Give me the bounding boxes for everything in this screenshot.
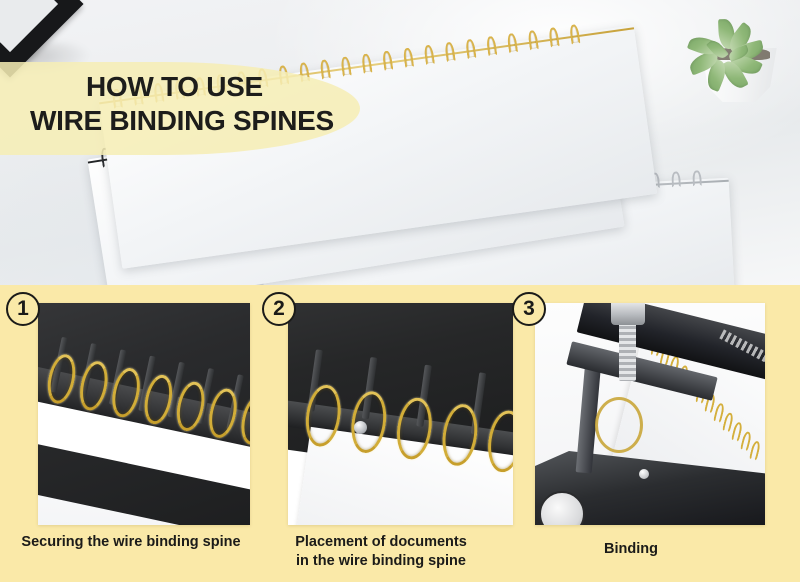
step-2: 2 Placement of documents in the wire bin… xyxy=(250,285,513,582)
steps-section: 1 Securing the wire binding spine xyxy=(0,285,800,582)
caption-line: in the wire binding spine xyxy=(296,552,466,569)
step-caption: Binding xyxy=(500,540,762,559)
step-number-badge: 1 xyxy=(6,292,40,326)
title-banner xyxy=(0,62,360,155)
machine-pin xyxy=(354,421,367,434)
caption-line: Placement of documents xyxy=(295,534,467,550)
caption-line: Securing the wire binding spine xyxy=(21,534,241,550)
machine-rivet xyxy=(639,469,649,479)
machine-knob xyxy=(611,303,645,325)
title-line-1: HOW TO USE xyxy=(86,71,263,102)
step-1: 1 Securing the wire binding spine xyxy=(0,285,262,582)
succulent-plant xyxy=(686,4,790,104)
page-title: HOW TO USE WIRE BINDING SPINES xyxy=(30,70,408,138)
step-caption: Placement of documents in the wire bindi… xyxy=(250,533,512,571)
photo-binding-machine xyxy=(535,303,765,525)
machine-dial xyxy=(539,491,585,525)
machine-label xyxy=(719,329,765,372)
hero-photo: HOW TO USE WIRE BINDING SPINES xyxy=(0,0,800,285)
photo-placement-documents xyxy=(288,303,513,525)
spine-coil xyxy=(595,397,643,453)
caption-line: Binding xyxy=(604,541,658,557)
title-line-2: WIRE BINDING SPINES xyxy=(30,105,334,137)
step-3: 3 xyxy=(500,285,765,582)
step-number-badge: 2 xyxy=(262,292,296,326)
machine-screw xyxy=(619,323,636,381)
step-caption: Securing the wire binding spine xyxy=(0,533,262,552)
photo-securing-spine xyxy=(38,303,250,525)
step-number-badge: 3 xyxy=(512,292,546,326)
